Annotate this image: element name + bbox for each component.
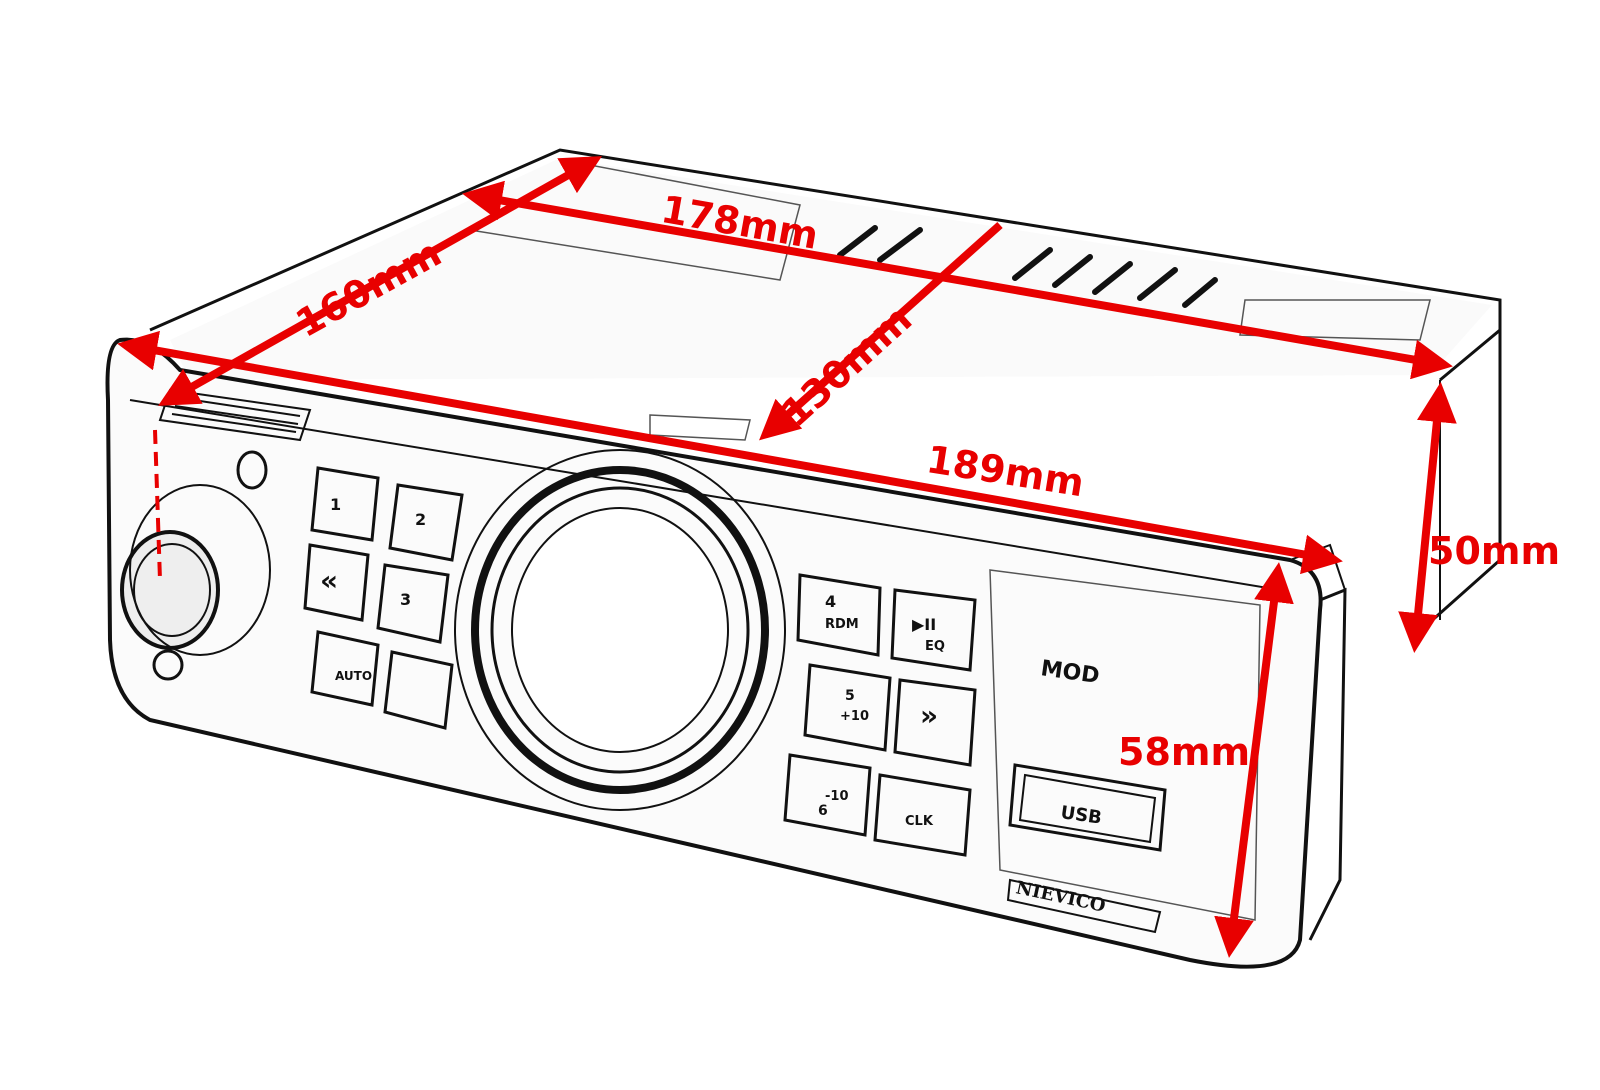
- svg-text:1: 1: [330, 495, 341, 514]
- arrow-58mm: [1214, 562, 1294, 958]
- svg-text:4: 4: [825, 592, 836, 611]
- svg-text:-10: -10: [825, 789, 849, 804]
- svg-text:6: 6: [818, 803, 828, 819]
- dimension-label-58mm: 58mm: [1118, 730, 1251, 774]
- svg-text:»: »: [920, 699, 938, 732]
- svg-text:RDM: RDM: [825, 617, 859, 632]
- knob-reference-dashed-line: [153, 429, 162, 581]
- svg-text:2: 2: [415, 510, 426, 529]
- dimension-arrows: [117, 156, 1457, 958]
- svg-text:3: 3: [400, 590, 411, 609]
- svg-text:AUTO: AUTO: [335, 669, 372, 683]
- arrow-50mm: [1398, 382, 1457, 653]
- svg-text:«: «: [320, 564, 338, 597]
- arrow-189mm: [117, 330, 1343, 575]
- svg-text:▶II: ▶II: [912, 615, 936, 634]
- svg-text:CLK: CLK: [905, 814, 934, 829]
- svg-text:5: 5: [845, 688, 855, 704]
- svg-text:EQ: EQ: [925, 639, 945, 654]
- right-buttons: [783, 573, 977, 857]
- svg-text:+10: +10: [840, 709, 869, 724]
- dimension-label-50mm: 50mm: [1428, 529, 1561, 573]
